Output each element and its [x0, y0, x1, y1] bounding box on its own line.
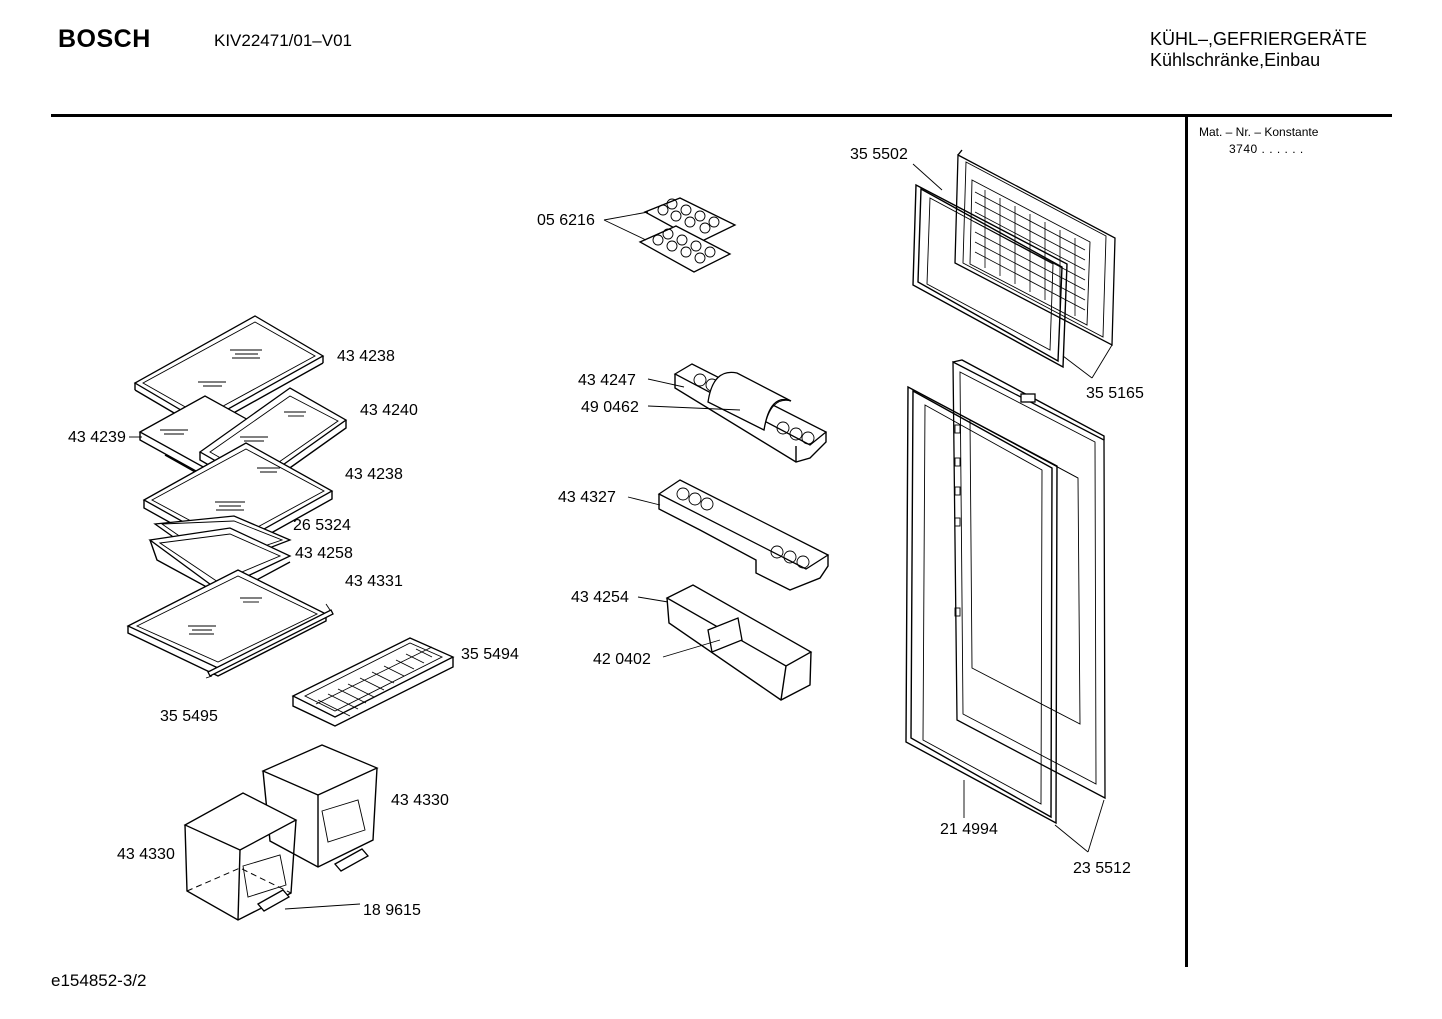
material-constant-value: 3740 . . . . . . [1229, 142, 1304, 156]
vent-grille [291, 637, 455, 727]
part-label-355502: 35 5502 [850, 146, 908, 163]
part-label-434254: 43 4254 [571, 589, 629, 606]
part-label-434238-middle: 43 4238 [345, 466, 403, 483]
part-label-434240: 43 4240 [360, 402, 418, 419]
drawer-tray [148, 527, 292, 598]
door-shelf-with-cover [673, 363, 828, 463]
part-label-434247: 43 4247 [578, 372, 636, 389]
crisper-drawer-right [261, 744, 379, 868]
part-label-434330-right: 43 4330 [391, 792, 449, 809]
header-divider [51, 114, 1392, 117]
crisper-drawer-left [183, 792, 298, 921]
model-number: KIV22471/01–V01 [214, 31, 353, 50]
fridge-door-gasket [905, 385, 1058, 825]
bottle-bin [665, 584, 813, 701]
part-label-434238-top: 43 4238 [337, 348, 395, 365]
part-label-434258: 43 4258 [295, 545, 353, 562]
part-label-056216: 05 6216 [537, 212, 595, 229]
part-label-355165: 35 5165 [1086, 385, 1144, 402]
shelf-edge-trim [207, 609, 334, 677]
egg-tray-lower [638, 225, 732, 273]
part-label-189615: 18 9615 [363, 902, 421, 919]
drawer-handle-clips [256, 848, 370, 912]
part-label-355495: 35 5495 [160, 708, 218, 725]
part-labels: 35 5502 05 6216 43 4238 43 4240 43 4239 … [68, 146, 1144, 919]
freezer-door-panel [954, 149, 1116, 347]
part-label-490462: 49 0462 [581, 399, 639, 416]
category-title: KÜHL–,GEFRIERGERÄTE [1150, 29, 1368, 49]
door-shelf-plain [657, 479, 830, 591]
part-label-434239: 43 4239 [68, 429, 126, 446]
part-label-355494: 35 5494 [461, 646, 519, 663]
part-label-265324: 26 5324 [293, 517, 351, 534]
part-label-434327: 43 4327 [558, 489, 616, 506]
brand-logo: BOSCH [58, 25, 151, 53]
part-label-235512: 23 5512 [1073, 860, 1131, 877]
freezer-door-gasket [912, 183, 1068, 369]
part-label-214994: 21 4994 [940, 821, 998, 838]
sidebar-divider [1185, 117, 1188, 967]
part-label-434331: 43 4331 [345, 573, 403, 590]
part-label-420402: 42 0402 [593, 651, 651, 668]
part-label-434330-left: 43 4330 [117, 846, 175, 863]
leader-lines [129, 163, 1113, 910]
drawing-id: e154852-3/2 [51, 971, 147, 990]
material-constant-label: Mat. – Nr. – Konstante [1199, 125, 1319, 139]
category-subtitle: Kühlschränke,Einbau [1150, 50, 1321, 70]
glass-shelf-bottom [126, 569, 328, 677]
